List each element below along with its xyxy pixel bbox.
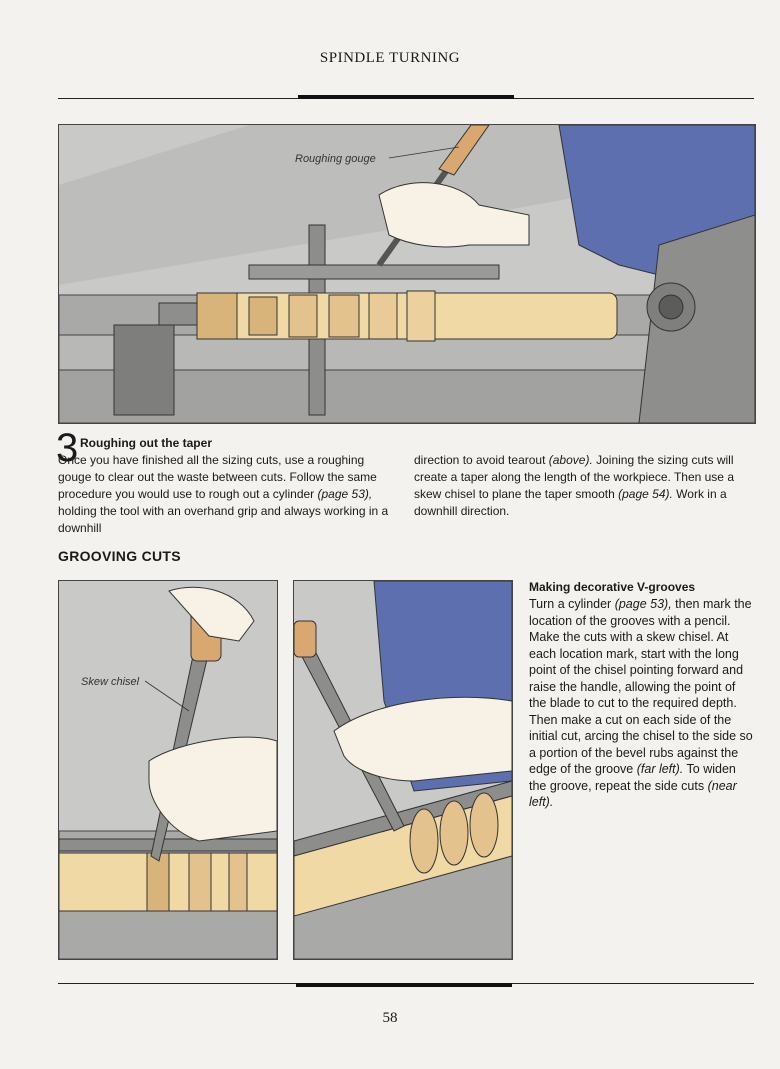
page-ref: (page 53),	[614, 597, 672, 611]
step-number: 3	[56, 426, 79, 470]
footer-rule-accent	[296, 983, 512, 987]
page-ref: (page 54).	[618, 487, 673, 501]
figure-groove-near-left	[293, 580, 513, 960]
page-number: 58	[382, 1010, 398, 1026]
callout-skew-chisel: Skew chisel	[81, 676, 140, 688]
figure-roughing-taper: Roughing gouge	[58, 124, 756, 424]
running-header: SPINDLE TURNING	[319, 50, 461, 66]
sidebar-text: Turn a cylinder (page 53), then mark the…	[529, 597, 753, 810]
page-ref: (page 53),	[317, 487, 373, 501]
callout-roughing-gouge: Roughing gouge	[295, 153, 376, 165]
section-heading: GROOVING CUTS	[58, 548, 181, 564]
figure-ref: (near left).	[529, 778, 737, 810]
header-rule-accent	[298, 95, 514, 99]
figure-groove-far-left: Skew chisel	[58, 580, 278, 960]
workpiece	[294, 792, 512, 917]
workpiece	[59, 852, 277, 912]
step-title: Roughing out the taper	[80, 436, 212, 450]
sidebar-title: Making decorative V-grooves	[529, 580, 696, 594]
figure-ref: (far left).	[636, 762, 684, 776]
step-text-col2: direction to avoid tearout (above). Join…	[414, 453, 734, 518]
step-text-col1: Once you have finished all the sizing cu…	[58, 453, 389, 535]
workpiece	[196, 290, 618, 342]
figure-ref: (above).	[548, 453, 593, 467]
